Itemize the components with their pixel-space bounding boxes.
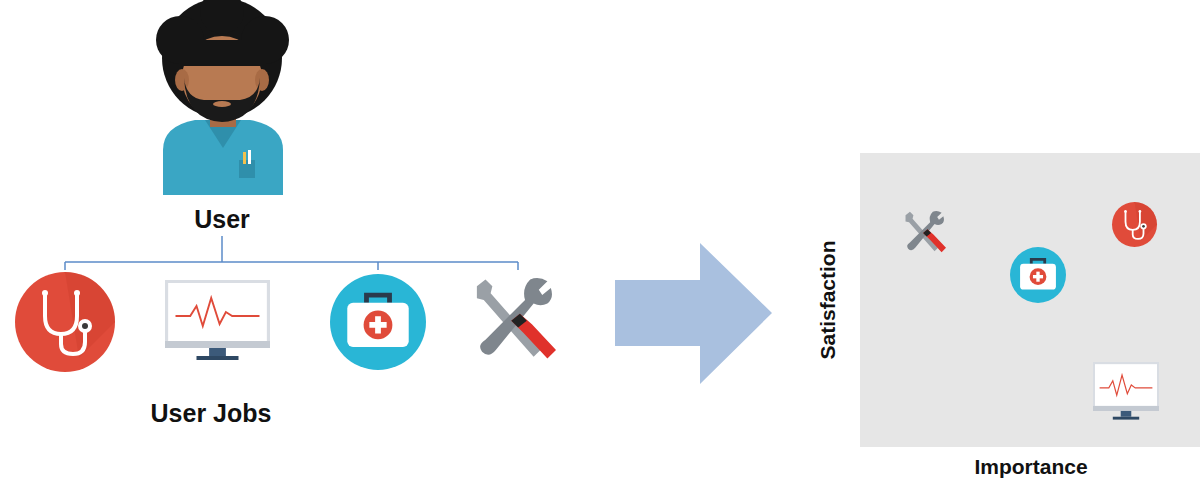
flow-arrow <box>615 243 772 384</box>
axis-label: Importance <box>974 455 1087 479</box>
plot-area <box>860 153 1200 447</box>
kit-icon <box>330 274 426 370</box>
monitor-icon <box>165 280 270 360</box>
stethoscope-icon <box>15 272 115 372</box>
tools-icon <box>906 211 946 252</box>
stethoscope-icon <box>1112 202 1157 247</box>
tree-lines <box>65 236 518 270</box>
user-label: User <box>194 205 250 234</box>
user-avatar <box>156 0 289 195</box>
monitor-icon <box>1093 362 1159 420</box>
axis-label: Satisfaction <box>816 240 840 359</box>
tools-icon <box>477 278 556 358</box>
kit-icon <box>1010 247 1066 303</box>
jobs-label: User Jobs <box>151 399 272 428</box>
